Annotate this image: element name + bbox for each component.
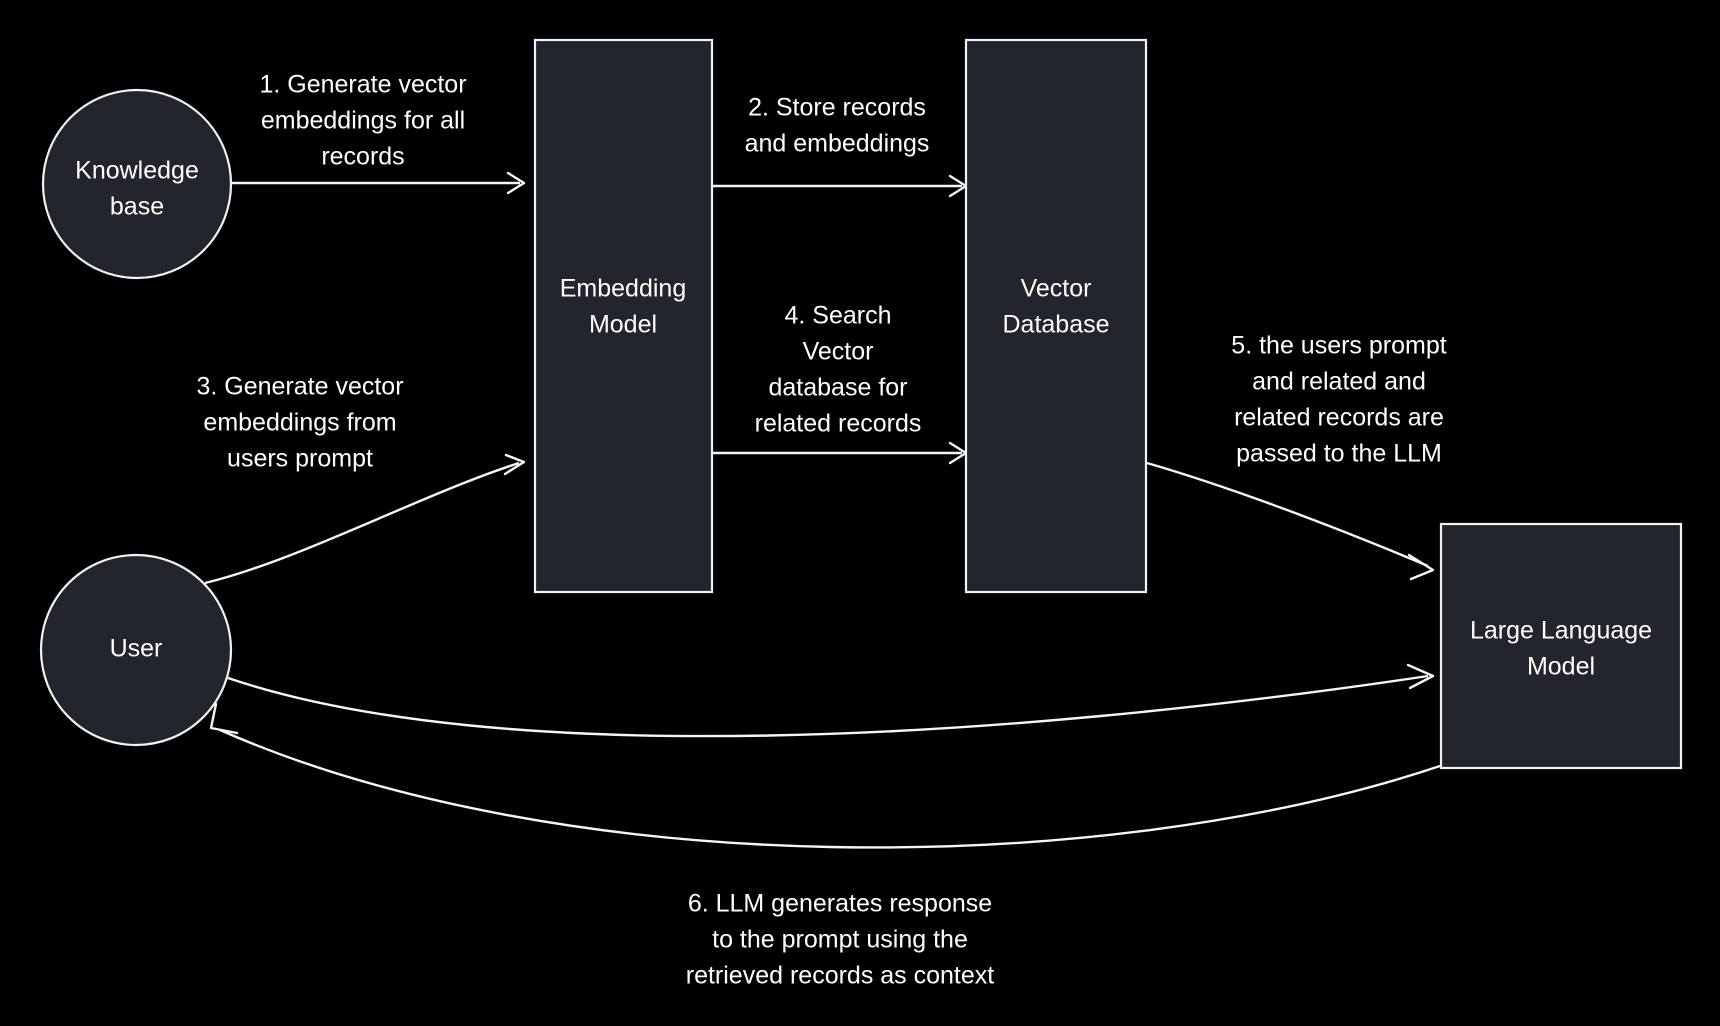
embedding-model-box[interactable]	[533, 38, 714, 594]
edge-label-step3-line3: users prompt	[227, 445, 373, 473]
vector-database-label-line2: Database	[1002, 311, 1109, 339]
vector-database-box[interactable]	[964, 38, 1148, 594]
edge-step1-arrowhead	[506, 171, 526, 195]
edge-label-step6-line1: 6. LLM generates response	[688, 890, 992, 918]
edge-user-to-llm-curve	[227, 674, 1429, 738]
node-embedding-model[interactable]: Embedding Model	[533, 38, 714, 594]
edge-label-step3-line1: 3. Generate vector	[196, 373, 403, 401]
edge-label-step1: 1. Generate vector embeddings for all re…	[259, 71, 466, 171]
edge-step6-curve	[219, 728, 1441, 849]
edge-label-step1-line1: 1. Generate vector	[259, 71, 466, 99]
edge-label-step3-line2: embeddings from	[203, 409, 396, 437]
user-circle[interactable]	[39, 553, 233, 747]
edge-label-step5-line4: passed to the LLM	[1236, 440, 1442, 468]
edge-label-step4-line3: database for	[769, 374, 908, 402]
embedding-model-label-line2: Model	[589, 311, 657, 339]
user-label: User	[110, 635, 163, 663]
edge-step3-curve	[204, 461, 520, 585]
edge-label-step1-line3: records	[321, 143, 404, 171]
edge-step6	[209, 702, 1441, 849]
edge-step3-arrowhead	[503, 453, 526, 476]
edge-step5-curve	[1146, 461, 1429, 568]
edge-label-step5-line2: and related and	[1252, 368, 1426, 396]
vector-database-label-line1: Vector	[1021, 275, 1092, 303]
knowledge-base-label-line2: base	[110, 193, 164, 221]
edge-label-step4-line2: Vector	[803, 338, 874, 366]
edge-step5	[1146, 461, 1435, 581]
edge-label-step4-line4: related records	[755, 410, 922, 438]
large-language-model-box[interactable]	[1439, 522, 1683, 770]
edge-label-step4: 4. Search Vector database for related re…	[755, 302, 922, 438]
edge-label-step5: 5. the users prompt and related and rela…	[1231, 332, 1446, 468]
edge-label-step2-line1: 2. Store records	[748, 94, 926, 122]
edge-label-step2-line2: and embeddings	[745, 130, 930, 158]
knowledge-base-label-line1: Knowledge	[75, 157, 199, 185]
edge-label-step3: 3. Generate vector embeddings from users…	[196, 373, 403, 473]
llm-label-line2: Model	[1527, 653, 1595, 681]
node-vector-database[interactable]: Vector Database	[964, 38, 1148, 594]
edge-user-to-llm-arrowhead	[1406, 663, 1435, 690]
node-large-language-model[interactable]: Large Language Model	[1439, 522, 1683, 770]
edge-label-step6-line2: to the prompt using the	[712, 926, 968, 954]
edge-label-step6-line3: retrieved records as context	[686, 962, 995, 990]
edge-label-step2: 2. Store records and embeddings	[745, 94, 930, 158]
knowledge-base-circle[interactable]	[41, 88, 233, 280]
edge-step1	[232, 171, 526, 195]
node-user[interactable]: User	[39, 553, 233, 747]
edge-step4	[713, 441, 968, 465]
edge-label-step5-line3: related records are	[1234, 404, 1444, 432]
llm-label-line1: Large Language	[1470, 617, 1652, 645]
edge-step6-arrowhead	[209, 702, 239, 735]
edge-step3	[204, 453, 526, 585]
edge-label-step6: 6. LLM generates response to the prompt …	[686, 890, 995, 990]
edge-user-to-llm	[227, 663, 1435, 738]
edge-step5-arrowhead	[1407, 553, 1435, 581]
edge-label-step4-line1: 4. Search	[784, 302, 891, 330]
edge-label-step1-line2: embeddings for all	[261, 107, 465, 135]
node-knowledge-base[interactable]: Knowledge base	[41, 88, 233, 280]
embedding-model-label-line1: Embedding	[560, 275, 686, 303]
edge-step2	[713, 174, 968, 198]
edge-label-step5-line1: 5. the users prompt	[1231, 332, 1446, 360]
